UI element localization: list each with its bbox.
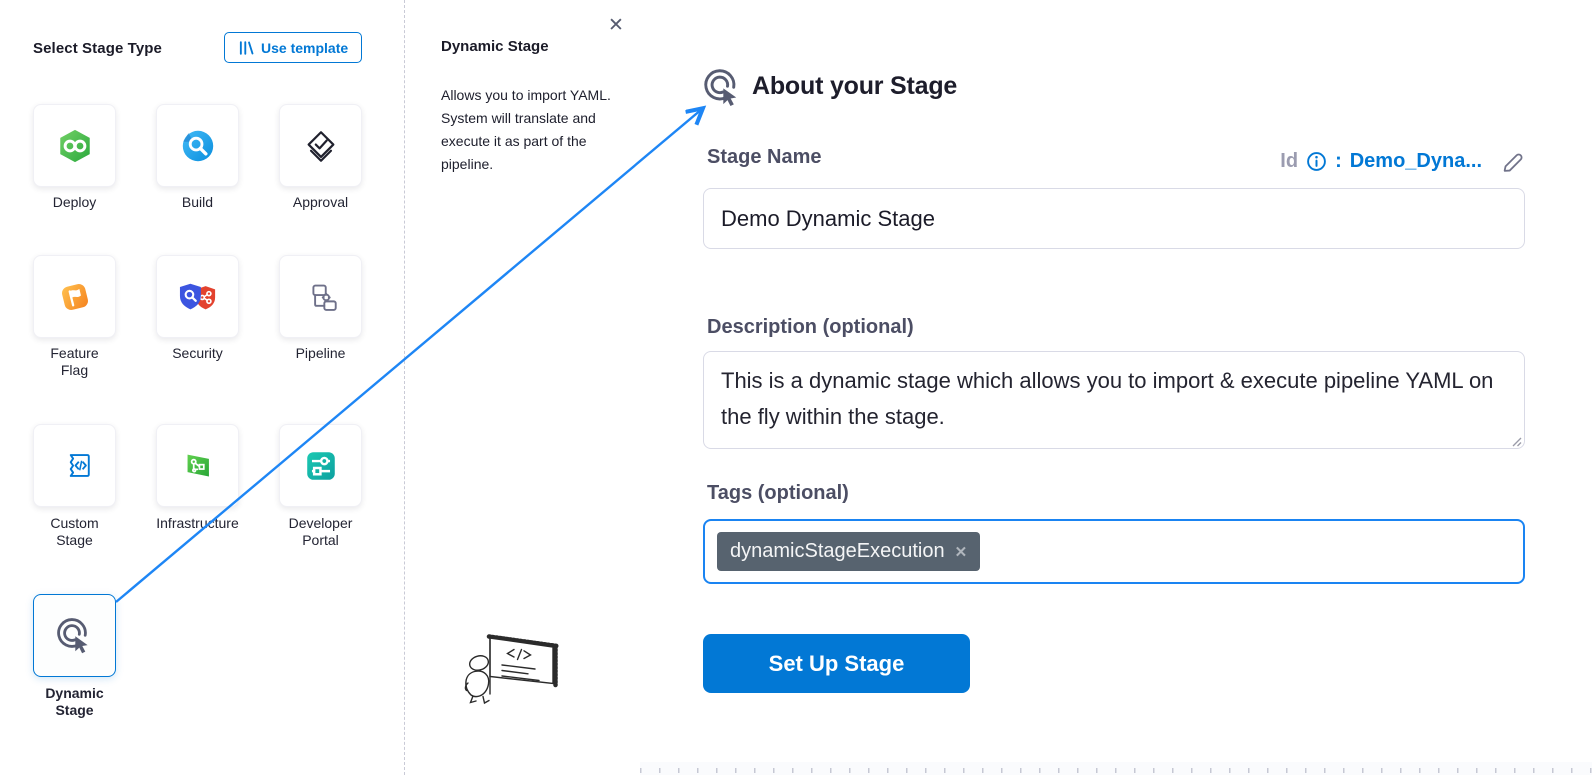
use-template-label: Use template bbox=[261, 39, 349, 56]
stage-name-input[interactable] bbox=[703, 188, 1525, 249]
stage-card-approval[interactable] bbox=[279, 104, 362, 187]
stage-card-pipeline[interactable] bbox=[279, 255, 362, 338]
stage-card-custom-stage[interactable] bbox=[33, 424, 116, 507]
close-icon[interactable]: ✕ bbox=[608, 14, 624, 36]
id-value: Demo_Dyna... bbox=[1349, 149, 1482, 172]
deploy-icon bbox=[56, 127, 94, 165]
remove-tag-icon[interactable]: ✕ bbox=[954, 543, 968, 561]
stage-label-infrastructure: Infrastructure bbox=[156, 515, 239, 531]
info-panel-description: Allows you to import YAML. System will t… bbox=[441, 87, 611, 172]
description-textarea[interactable]: This is a dynamic stage which allows you… bbox=[703, 351, 1525, 449]
stage-label-feature-flag: Feature Flag bbox=[50, 345, 99, 378]
edit-icon[interactable] bbox=[1500, 149, 1525, 174]
form-heading: About your Stage bbox=[752, 72, 958, 100]
stage-card-security[interactable] bbox=[156, 255, 239, 338]
stage-label-dynamic-stage: Dynamic Stage bbox=[45, 685, 104, 718]
custom-stage-icon bbox=[56, 447, 94, 485]
approval-icon bbox=[302, 127, 340, 165]
tag-chip-text: dynamicStageExecution bbox=[730, 540, 945, 562]
stage-label-developer-portal: Developer Portal bbox=[288, 515, 353, 548]
stage-card-dynamic-stage[interactable] bbox=[33, 594, 116, 677]
info-panel-title: Dynamic Stage bbox=[441, 38, 549, 55]
stage-label-deploy: Deploy bbox=[52, 194, 97, 210]
stage-card-build[interactable] bbox=[156, 104, 239, 187]
tags-input[interactable]: dynamicStageExecution ✕ bbox=[703, 519, 1525, 584]
feature-flag-icon bbox=[56, 278, 94, 316]
stage-label-security: Security bbox=[172, 345, 223, 361]
page-title: Select Stage Type bbox=[33, 40, 162, 57]
dynamic-stage-icon bbox=[55, 616, 95, 656]
id-colon: : bbox=[1335, 149, 1342, 172]
build-icon bbox=[179, 127, 217, 165]
stage-label-pipeline: Pipeline bbox=[295, 345, 346, 361]
tags-label: Tags (optional) bbox=[707, 482, 849, 504]
security-icon bbox=[178, 278, 218, 316]
canvas-grid-ticks bbox=[640, 768, 1592, 773]
description-label: Description (optional) bbox=[707, 316, 914, 338]
pipeline-canvas-strip bbox=[640, 762, 1592, 775]
stage-id-row: Id : Demo_Dyna... bbox=[1100, 146, 1525, 176]
stage-card-infrastructure[interactable] bbox=[156, 424, 239, 507]
infrastructure-icon bbox=[179, 447, 217, 485]
developer-portal-icon bbox=[302, 447, 340, 485]
whiteboard-illustration bbox=[458, 624, 576, 720]
panel-divider bbox=[404, 0, 405, 775]
id-label: Id bbox=[1280, 149, 1299, 172]
stage-card-developer-portal[interactable] bbox=[279, 424, 362, 507]
stage-label-build: Build bbox=[181, 194, 214, 210]
stage-card-deploy[interactable] bbox=[33, 104, 116, 187]
set-up-stage-button[interactable]: Set Up Stage bbox=[703, 634, 970, 693]
stage-name-label: Stage Name bbox=[707, 146, 822, 168]
about-stage-icon bbox=[702, 67, 744, 109]
stage-label-approval: Approval bbox=[292, 194, 349, 210]
use-template-button[interactable]: Use template bbox=[224, 32, 363, 63]
info-icon[interactable] bbox=[1306, 151, 1327, 172]
template-library-icon bbox=[238, 40, 254, 56]
stage-card-feature-flag[interactable] bbox=[33, 255, 116, 338]
tag-chip: dynamicStageExecution ✕ bbox=[717, 532, 981, 571]
stage-label-custom-stage: Custom Stage bbox=[50, 515, 99, 548]
pipeline-icon bbox=[302, 278, 340, 316]
